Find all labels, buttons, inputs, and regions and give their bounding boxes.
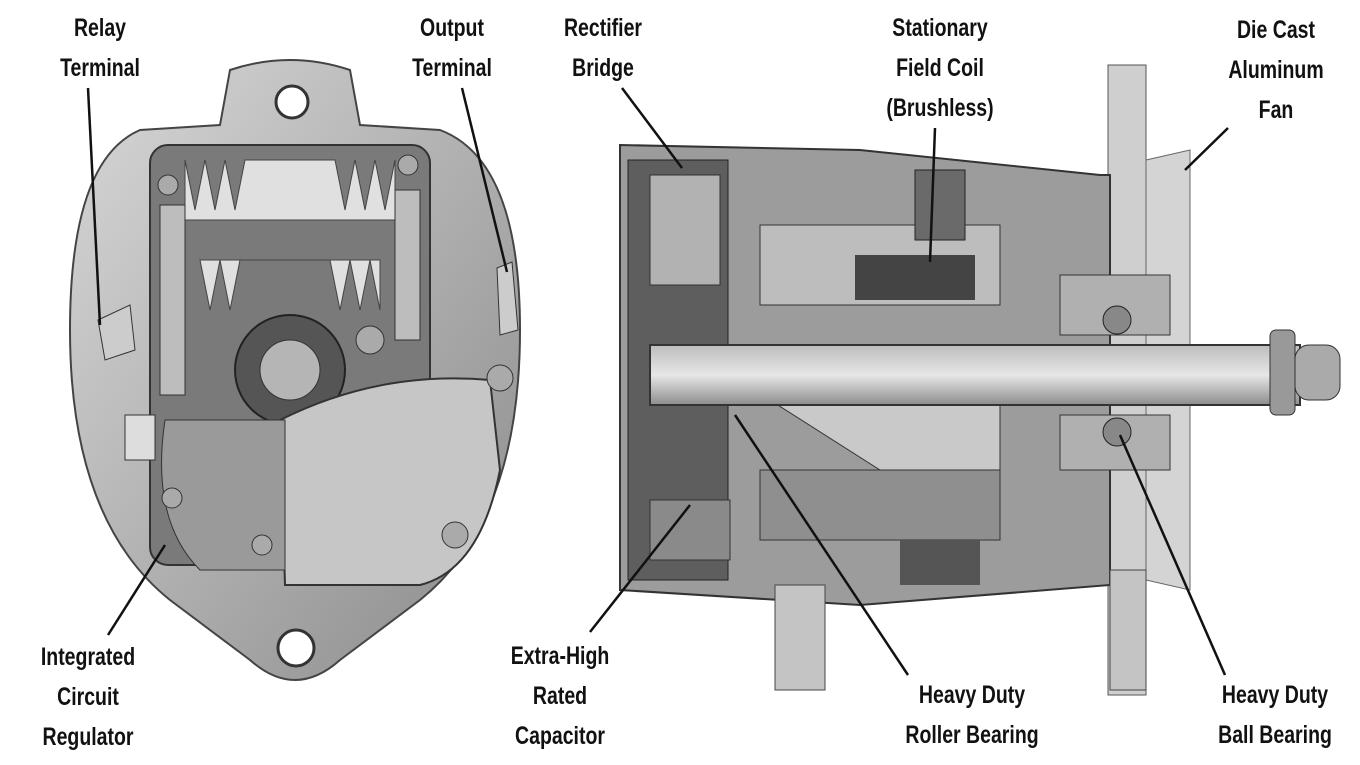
label-line: Rectifier <box>563 14 643 42</box>
label-line: Extra-High <box>510 642 610 670</box>
label-line: Stationary <box>892 14 988 42</box>
label-line: Die Cast <box>1236 16 1316 44</box>
label-line: Terminal <box>60 54 140 82</box>
end-view <box>68 59 522 681</box>
label-line: Bridge <box>572 54 634 82</box>
label-line: Roller Bearing <box>905 721 1039 749</box>
leader-lines <box>86 87 1229 676</box>
label-line: Aluminum <box>1228 56 1324 84</box>
label-line: Field Coil <box>896 54 984 82</box>
label-line: Fan <box>1258 96 1294 124</box>
label-line: (Brushless) <box>886 94 994 122</box>
label-line: Heavy Duty <box>1221 681 1329 709</box>
label-line: Terminal <box>412 54 492 82</box>
label-line: Relay <box>73 14 127 42</box>
label-line: Integrated <box>40 643 136 671</box>
label-line: Rated <box>532 682 588 710</box>
side-cutaway <box>619 64 1341 696</box>
label-line: Capacitor <box>515 722 605 750</box>
label-line: Heavy Duty <box>918 681 1026 709</box>
label-line: Regulator <box>42 723 134 751</box>
label-line: Circuit <box>57 683 119 711</box>
label-line: Ball Bearing <box>1218 721 1332 749</box>
label-line: Output <box>420 14 484 42</box>
